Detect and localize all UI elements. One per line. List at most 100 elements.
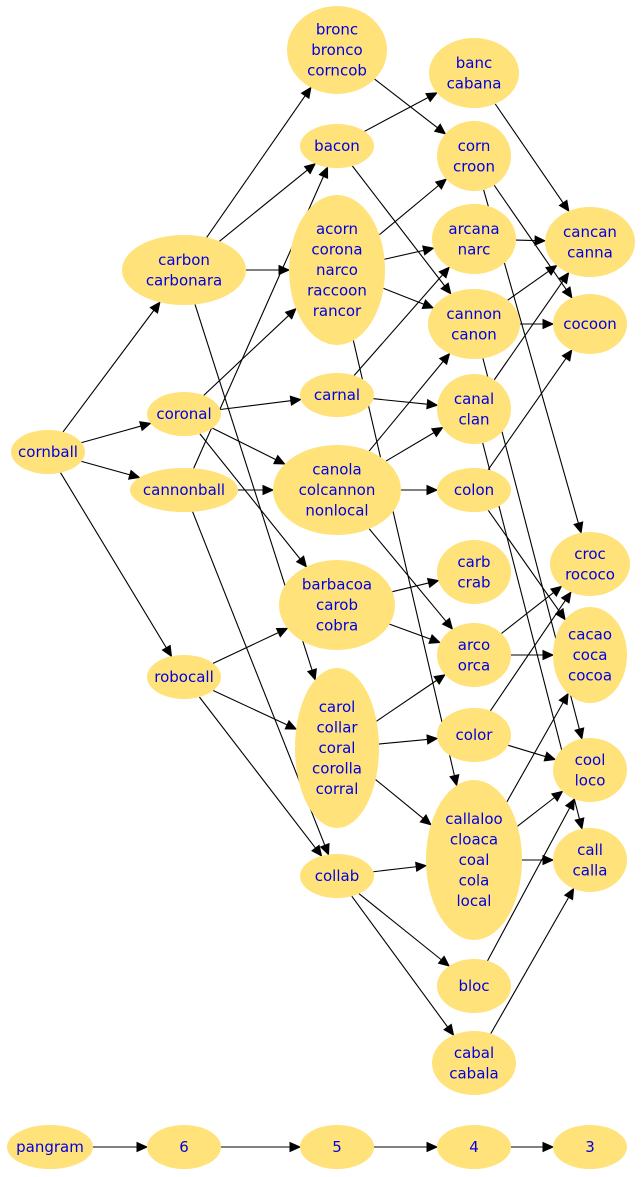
node-label: coal bbox=[459, 851, 490, 869]
node-label: carbon bbox=[158, 251, 210, 269]
node-label: corral bbox=[316, 780, 359, 798]
edge-callaloo-to-cool bbox=[517, 790, 564, 827]
node-label: call bbox=[577, 841, 603, 859]
edge-colon-to-cocoon bbox=[487, 349, 573, 470]
node-pangram: pangram bbox=[7, 1125, 93, 1169]
node-label: narco bbox=[316, 261, 358, 279]
node-label: canon bbox=[451, 325, 497, 343]
edge-carnal-to-arcana bbox=[353, 266, 450, 376]
arrowhead-icon bbox=[563, 887, 575, 901]
node-label: 5 bbox=[332, 1138, 342, 1156]
node-label: rancor bbox=[313, 302, 362, 320]
node-shape bbox=[426, 780, 522, 940]
node-shape bbox=[273, 445, 401, 535]
arrowhead-icon bbox=[426, 577, 440, 589]
node-shape bbox=[147, 655, 221, 699]
node-shape bbox=[553, 294, 627, 354]
arrowhead-icon bbox=[449, 773, 460, 787]
node-shape bbox=[7, 1125, 93, 1169]
edge-line bbox=[493, 184, 567, 290]
arrowhead-icon bbox=[161, 644, 173, 658]
node-label: croon bbox=[453, 157, 495, 175]
node-label: robocall bbox=[154, 668, 214, 686]
arrowhead-icon bbox=[542, 318, 555, 330]
edge-cornball-to-robocall bbox=[60, 472, 173, 658]
edge-cannon-to-cocoon bbox=[520, 318, 555, 330]
edge-n6-to-n5 bbox=[221, 1141, 302, 1153]
arrowhead-icon bbox=[545, 264, 558, 276]
edge-cannon-to-cancan bbox=[507, 264, 558, 301]
node-label: cancan bbox=[563, 223, 617, 241]
arrowhead-icon bbox=[421, 299, 435, 309]
arrowhead-icon bbox=[574, 817, 585, 830]
edge-coronal-to-barbacoa bbox=[199, 433, 308, 568]
node-shape bbox=[550, 532, 630, 596]
node-label: bronc bbox=[316, 21, 358, 39]
arrowhead-icon bbox=[138, 421, 152, 432]
node-label: crab bbox=[457, 573, 490, 591]
node-label: cabana bbox=[447, 74, 502, 92]
edge-carnal-to-canal bbox=[373, 398, 439, 410]
node-shape bbox=[147, 1125, 221, 1169]
arrowhead-icon bbox=[415, 861, 428, 873]
edge-line bbox=[373, 866, 417, 873]
edge-line bbox=[487, 509, 560, 612]
node-label: pangram bbox=[16, 1138, 84, 1156]
arrowhead-icon bbox=[311, 844, 323, 857]
edge-line bbox=[212, 632, 279, 664]
arrowhead-icon bbox=[149, 301, 161, 314]
node-label: collar bbox=[316, 719, 358, 737]
edge-line bbox=[198, 696, 316, 849]
node-label: arco bbox=[458, 636, 490, 654]
node-shape bbox=[130, 468, 238, 512]
node-shape bbox=[289, 195, 385, 345]
node-shape bbox=[428, 289, 520, 359]
arrowhead-icon bbox=[564, 797, 575, 811]
node-label: carbonara bbox=[146, 271, 222, 289]
node-label: narc bbox=[458, 240, 491, 258]
edge-collab-to-callaloo bbox=[373, 861, 428, 873]
arrowhead-icon bbox=[136, 1141, 149, 1153]
edge-line bbox=[351, 895, 449, 1028]
nodes-layer: cornballcarboncarbonaracoronalcannonball… bbox=[7, 6, 635, 1169]
node-shape bbox=[437, 959, 511, 1013]
node-label: cocoon bbox=[563, 315, 617, 333]
node-shape bbox=[429, 38, 519, 108]
arrowhead-icon bbox=[275, 627, 289, 638]
node-label: cool bbox=[575, 751, 606, 769]
node-label: corncob bbox=[307, 62, 367, 80]
edge-line bbox=[392, 582, 429, 593]
arrowhead-icon bbox=[542, 1141, 555, 1153]
arrowhead-icon bbox=[542, 854, 555, 866]
node-label: coca bbox=[573, 646, 608, 664]
edge-line bbox=[199, 433, 301, 560]
node-label: calla bbox=[573, 861, 608, 879]
node-carbon: carbon carbonara bbox=[122, 235, 246, 305]
edge-line bbox=[203, 315, 289, 396]
arrowhead-icon bbox=[303, 162, 317, 175]
edge-line bbox=[489, 600, 566, 712]
edge-line bbox=[487, 807, 571, 962]
node-robocall: robocall bbox=[147, 655, 221, 699]
node-label: clan bbox=[458, 410, 489, 428]
arrowhead-icon bbox=[440, 282, 452, 295]
arrowhead-icon bbox=[422, 245, 435, 256]
node-label: croc bbox=[574, 545, 606, 563]
edge-bronc-to-corn bbox=[374, 78, 447, 135]
edge-line bbox=[487, 357, 567, 470]
node-label: bacon bbox=[314, 137, 360, 155]
edge-callaloo-to-call bbox=[522, 854, 555, 866]
node-label: 6 bbox=[179, 1138, 189, 1156]
edge-cabal-to-call bbox=[490, 887, 575, 1034]
edge-cannonball-to-canola bbox=[238, 484, 275, 496]
edge-line bbox=[368, 361, 444, 452]
edge-colon-to-cacao bbox=[487, 509, 566, 621]
edge-line bbox=[368, 528, 447, 622]
